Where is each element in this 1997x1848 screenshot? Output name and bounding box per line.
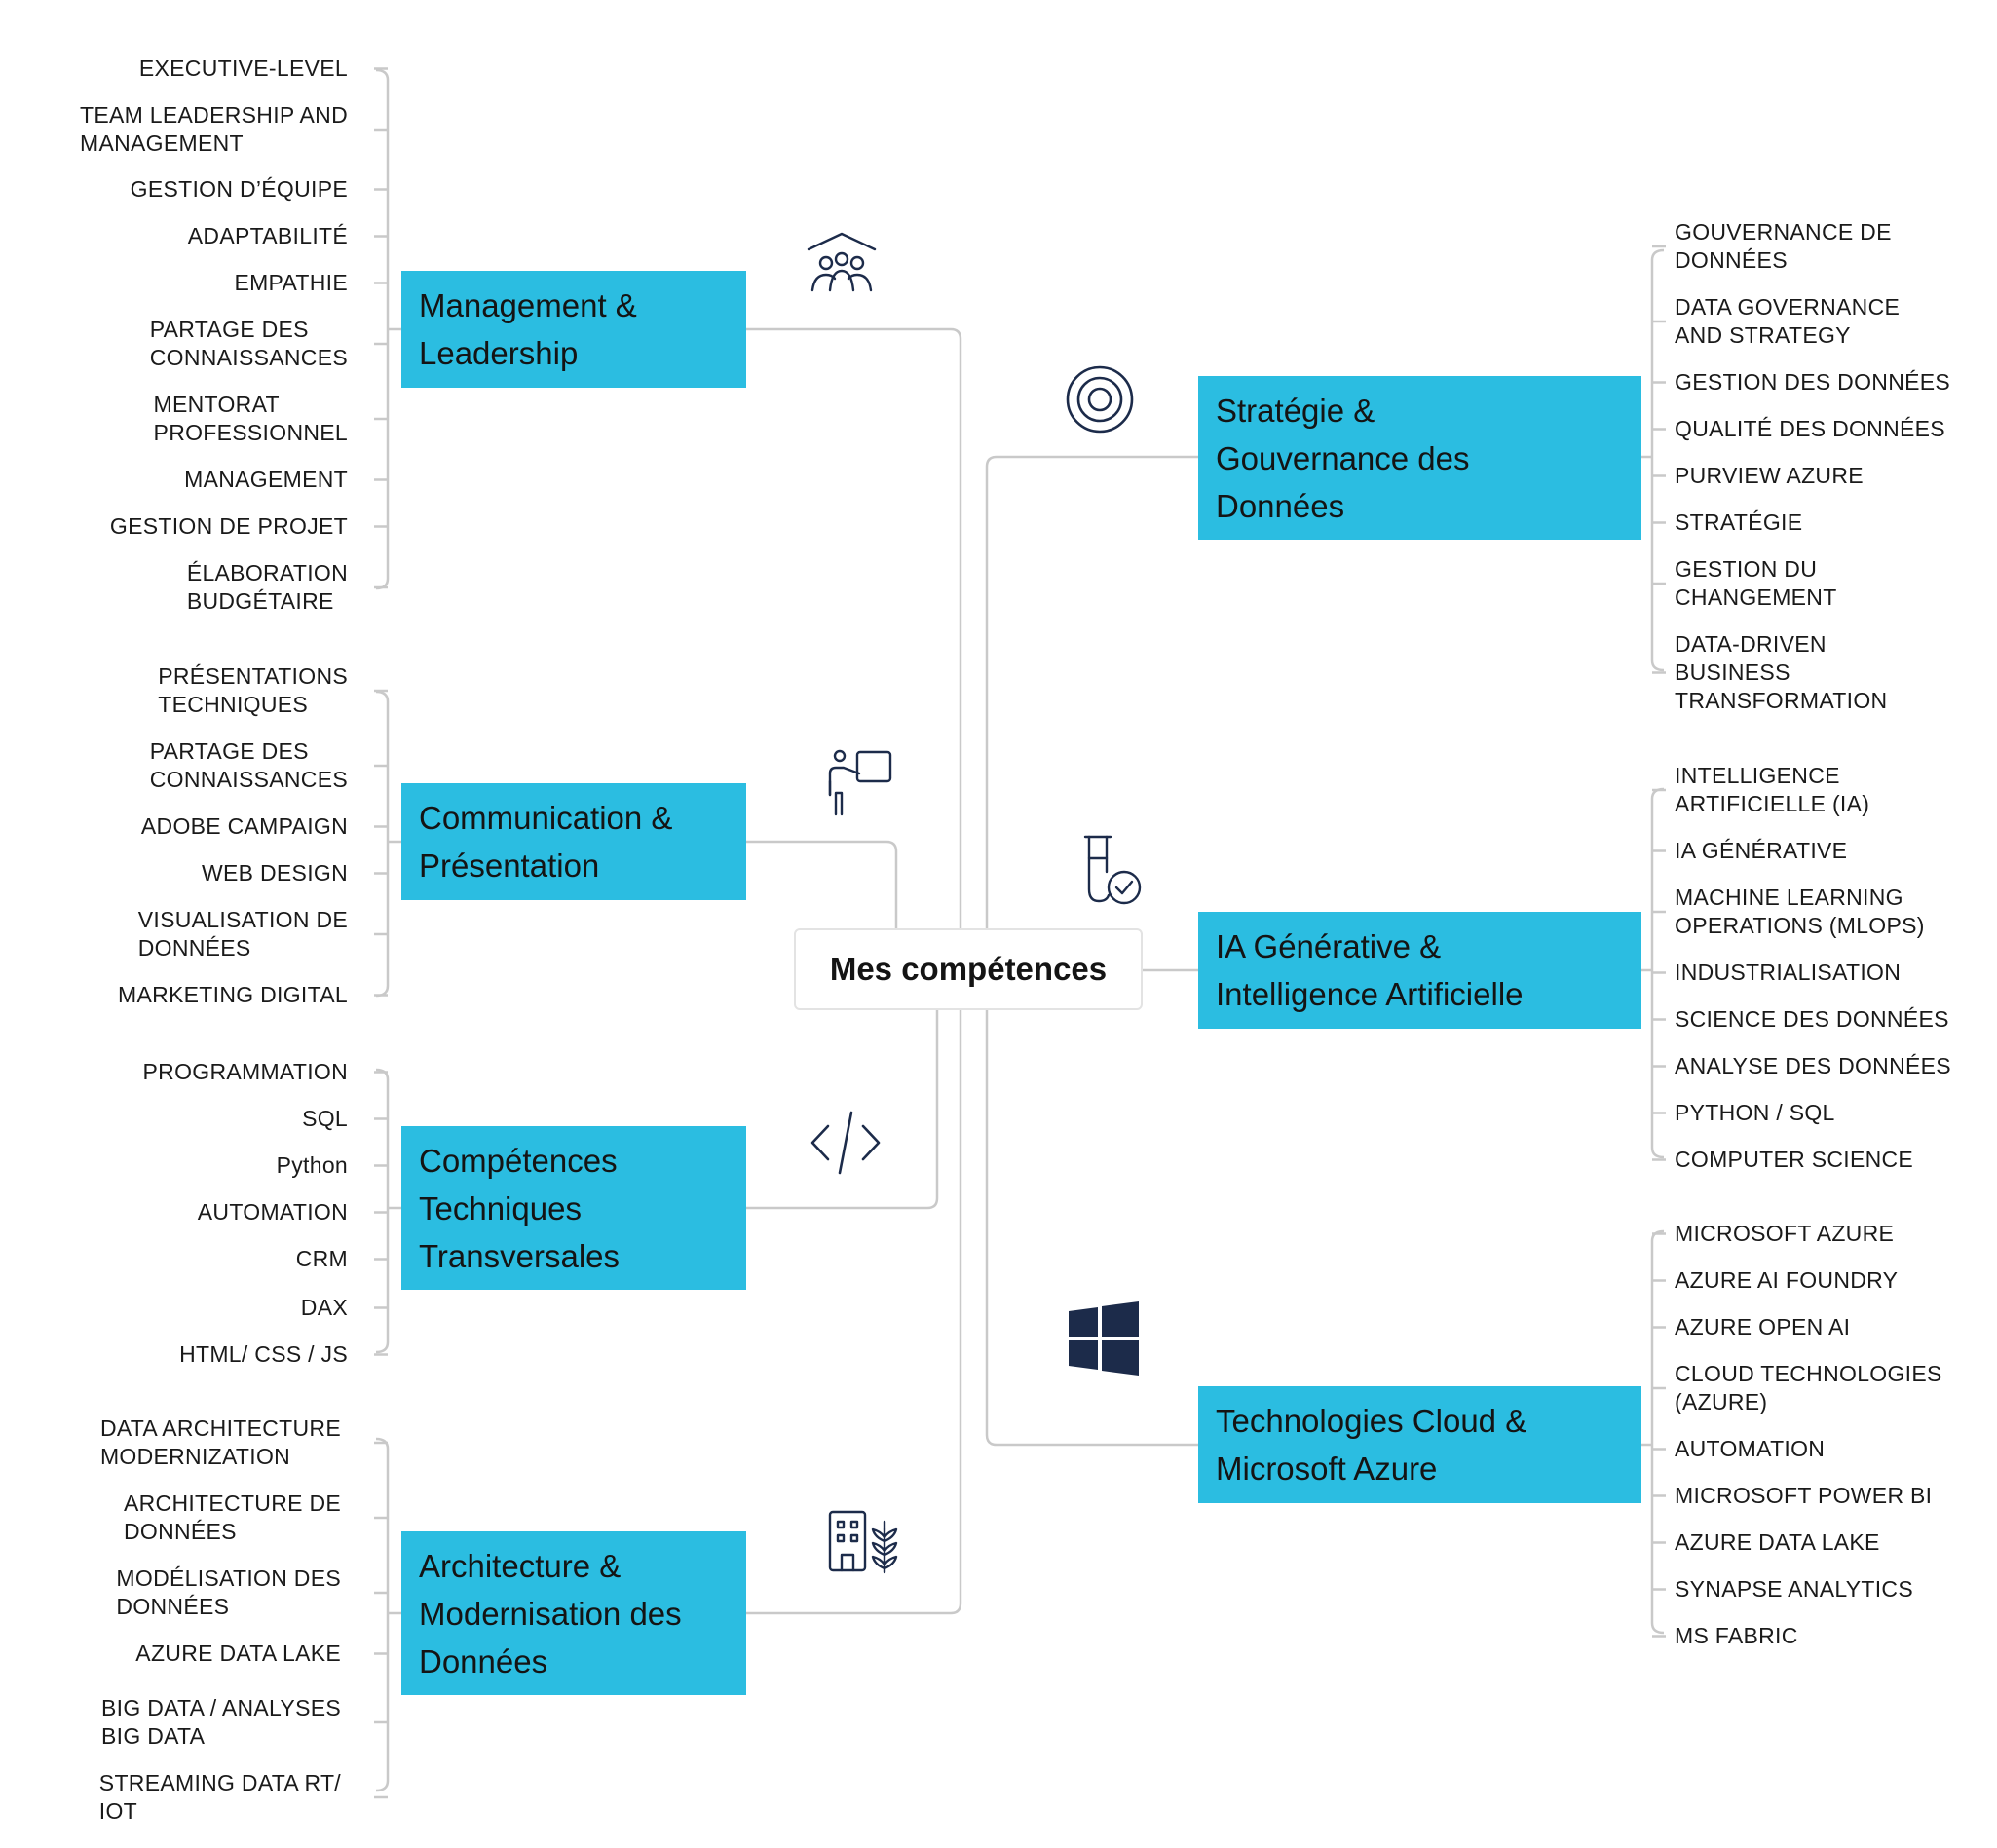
central-node[interactable]: Mes compétences: [794, 928, 1143, 1010]
leaf-management-6: MENTORAT PROFESSIONNEL: [153, 392, 348, 445]
leaf-management-7: MANAGEMENT: [184, 467, 348, 492]
branch-label: Compétences Techniques Transversales: [419, 1142, 621, 1274]
leaf-cloud-4: AUTOMATION: [1675, 1436, 1826, 1461]
central-node-label: Mes compétences: [829, 951, 1108, 987]
leaf-techniques-5: DAX: [300, 1295, 348, 1320]
bracket-strategie: [1650, 248, 1665, 672]
leaf-communication-0: PRÉSENTATIONS TECHNIQUES: [158, 663, 348, 717]
leaf-techniques-2: Python: [276, 1152, 348, 1178]
leaf-management-2: GESTION D’ÉQUIPE: [130, 176, 348, 202]
windows-icon: [1069, 1301, 1139, 1376]
leaf-techniques-0: PROGRAMMATION: [142, 1059, 348, 1084]
branch-ia[interactable]: IA Générative & Intelligence Artificiell…: [1198, 912, 1641, 1029]
leaf-management-4: EMPATHIE: [234, 270, 348, 295]
leaf-cloud-6: AZURE DATA LAKE: [1675, 1529, 1880, 1555]
leaf-cloud-2: AZURE OPEN AI: [1675, 1314, 1851, 1339]
connector-center-management: [744, 327, 962, 928]
leaf-architecture-4: BIG DATA / ANALYSES BIG DATA: [100, 1695, 341, 1749]
code-icon: [810, 1111, 881, 1175]
leaf-strategie-3: QUALITÉ DES DONNÉES: [1675, 416, 1945, 441]
leaf-strategie-6: GESTION DU CHANGEMENT: [1675, 556, 1837, 610]
leaf-ia-5: ANALYSE DES DONNÉES: [1675, 1053, 1951, 1078]
branch-label: Communication & Présentation: [419, 800, 673, 884]
test-tube-check-icon: [1083, 835, 1142, 905]
leaf-ia-1: IA GÉNÉRATIVE: [1675, 838, 1848, 863]
branch-techniques[interactable]: Compétences Techniques Transversales: [401, 1126, 746, 1290]
leaf-ia-3: INDUSTRIALISATION: [1675, 960, 1902, 985]
leaf-management-8: GESTION DE PROJET: [109, 513, 348, 539]
branch-label: Technologies Cloud & Microsoft Azure: [1216, 1403, 1527, 1487]
building-leaf-icon: [828, 1510, 898, 1574]
team-icon: [807, 232, 877, 292]
leaf-ia-0: INTELLIGENCE ARTIFICIELLE (IA): [1675, 763, 1870, 816]
branch-cloud[interactable]: Technologies Cloud & Microsoft Azure: [1198, 1386, 1641, 1503]
leaf-architecture-2: MODÉLISATION DES DONNÉES: [116, 1565, 341, 1619]
leaf-ia-6: PYTHON / SQL: [1675, 1100, 1835, 1125]
bracket-management: [375, 68, 390, 590]
leaf-strategie-0: GOUVERNANCE DE DONNÉES: [1675, 219, 1892, 273]
leaf-cloud-8: MS FABRIC: [1675, 1623, 1798, 1648]
connector-center-cloud: [985, 1010, 1198, 1447]
bracket-cloud: [1650, 1229, 1665, 1635]
leaf-communication-2: ADOBE CAMPAIGN: [140, 813, 348, 839]
leaf-cloud-0: MICROSOFT AZURE: [1675, 1221, 1895, 1246]
leaf-strategie-4: PURVIEW AZURE: [1675, 463, 1864, 488]
leaf-communication-4: VISUALISATION DE DONNÉES: [137, 907, 348, 961]
leaf-ia-7: COMPUTER SCIENCE: [1675, 1147, 1914, 1172]
branch-management[interactable]: Management & Leadership: [401, 271, 746, 388]
leaf-management-5: PARTAGE DES CONNAISSANCES: [149, 317, 348, 370]
leaf-management-1: TEAM LEADERSHIP AND MANAGEMENT: [80, 102, 348, 156]
connector-center-communication: [744, 840, 898, 928]
leaf-communication-1: PARTAGE DES CONNAISSANCES: [149, 738, 348, 792]
bracket-architecture: [375, 1437, 390, 1792]
leaf-architecture-3: AZURE DATA LAKE: [135, 1641, 341, 1666]
leaf-architecture-0: DATA ARCHITECTURE MODERNIZATION: [99, 1415, 341, 1469]
presenter-icon: [828, 749, 892, 816]
leaf-architecture-1: ARCHITECTURE DE DONNÉES: [123, 1490, 341, 1544]
bracket-techniques: [375, 1068, 390, 1354]
leaf-techniques-1: SQL: [302, 1106, 348, 1131]
connector-center-architecture: [744, 1010, 962, 1615]
leaf-cloud-5: MICROSOFT POWER BI: [1675, 1483, 1933, 1508]
branch-architecture[interactable]: Architecture & Modernisation des Données: [401, 1531, 746, 1695]
branch-communication[interactable]: Communication & Présentation: [401, 783, 746, 900]
branch-label: Management & Leadership: [419, 287, 637, 371]
leaf-strategie-2: GESTION DES DONNÉES: [1675, 369, 1951, 395]
branch-label: Stratégie & Gouvernance des Données: [1216, 392, 1470, 524]
leaf-cloud-7: SYNAPSE ANALYTICS: [1675, 1576, 1913, 1602]
leaf-architecture-5: STREAMING DATA RT/ IOT: [98, 1770, 341, 1824]
leaf-management-3: ADAPTABILITÉ: [187, 223, 348, 248]
branch-label: Architecture & Modernisation des Données: [419, 1547, 682, 1679]
connector-center-techniques: [744, 1010, 939, 1210]
branch-label: IA Générative & Intelligence Artificiell…: [1216, 928, 1524, 1012]
bracket-communication: [375, 690, 390, 998]
leaf-strategie-5: STRATÉGIE: [1675, 509, 1803, 535]
connector-center-strategie: [985, 455, 1198, 928]
leaf-techniques-3: AUTOMATION: [197, 1199, 348, 1225]
leaf-strategie-1: DATA GOVERNANCE AND STRATEGY: [1675, 294, 1901, 348]
leaf-management-0: EXECUTIVE-LEVEL: [138, 56, 348, 81]
leaf-ia-2: MACHINE LEARNING OPERATIONS (MLOPS): [1675, 885, 1925, 938]
leaf-communication-3: WEB DESIGN: [202, 860, 348, 886]
leaf-strategie-7: DATA-DRIVEN BUSINESS TRANSFORMATION: [1675, 631, 1888, 713]
leaf-ia-4: SCIENCE DES DONNÉES: [1675, 1006, 1949, 1032]
leaf-management-9: ÉLABORATION BUDGÉTAIRE: [186, 560, 348, 614]
branch-strategie[interactable]: Stratégie & Gouvernance des Données: [1198, 376, 1641, 540]
leaf-communication-5: MARKETING DIGITAL: [118, 982, 348, 1007]
leaf-cloud-3: CLOUD TECHNOLOGIES (AZURE): [1675, 1361, 1942, 1414]
leaf-techniques-4: CRM: [295, 1246, 348, 1271]
leaf-techniques-6: HTML/ CSS / JS: [179, 1341, 348, 1367]
leaf-cloud-1: AZURE AI FOUNDRY: [1675, 1267, 1899, 1293]
target-icon: [1066, 365, 1134, 434]
